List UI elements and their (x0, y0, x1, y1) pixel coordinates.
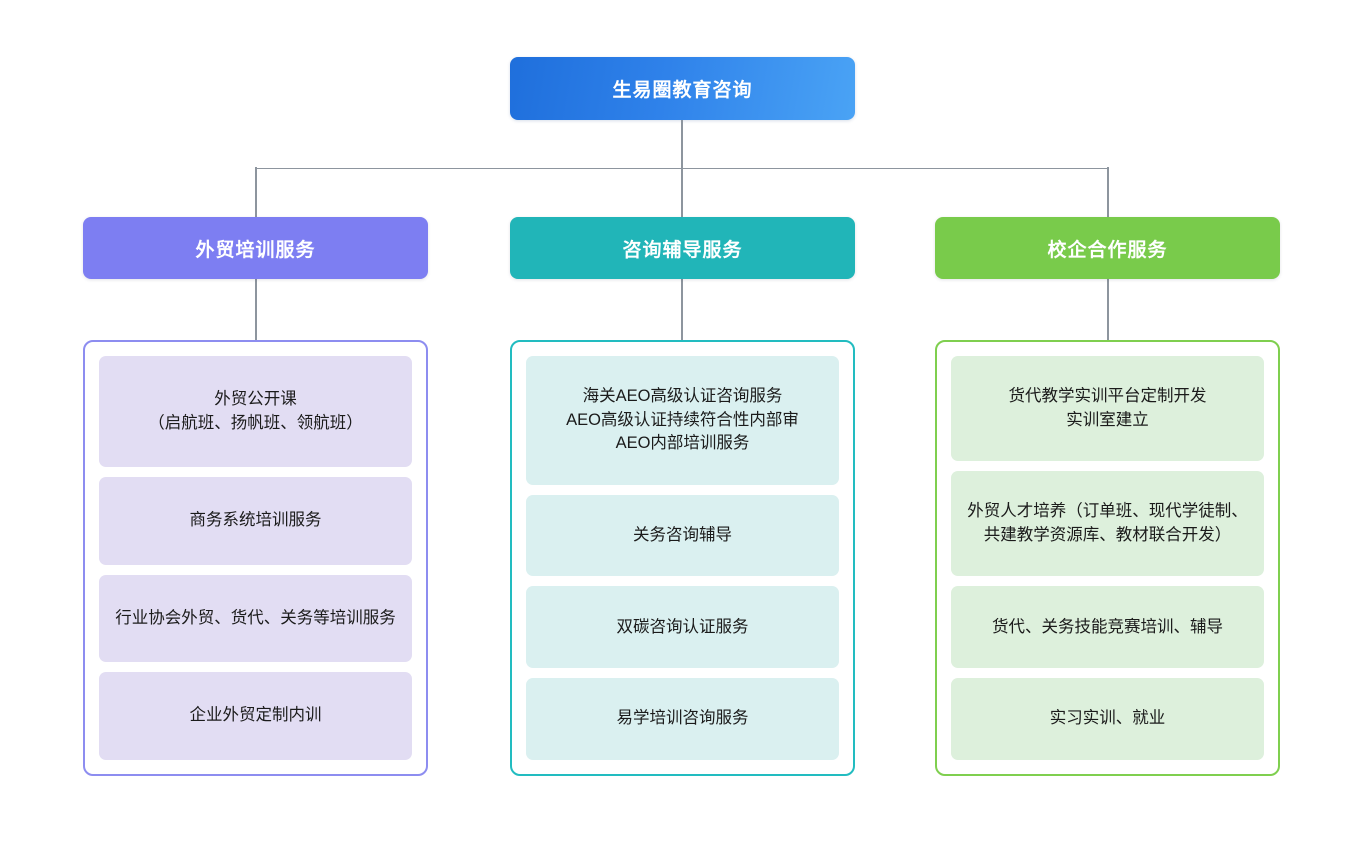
connector-body-stem-col-1 (681, 279, 683, 340)
category-column-xiaoqi-hezuo: 校企合作服务 货代教学实训平台定制开发 实训室建立 外贸人才培养（订单班、现代学… (935, 217, 1280, 776)
category-header-zixun-fudao[interactable]: 咨询辅导服务 (510, 217, 855, 279)
category-body-xiaoqi-hezuo: 货代教学实训平台定制开发 实训室建立 外贸人才培养（订单班、现代学徒制、共建教学… (935, 340, 1280, 776)
category-header-label: 校企合作服务 (1047, 239, 1168, 261)
connector-drop-col-0 (255, 167, 257, 217)
category-column-zixun-fudao: 咨询辅导服务 海关AEO高级认证咨询服务 AEO高级认证持续符合性内部审 AEO… (510, 217, 855, 776)
service-item-label: 外贸公开课 （启航班、扬帆班、领航班） (148, 390, 363, 432)
service-item[interactable]: 双碳咨询认证服务 (526, 586, 839, 669)
category-header-label: 外贸培训服务 (195, 239, 316, 261)
connector-body-stem-col-2 (1107, 279, 1109, 340)
service-item-label: 易学培训咨询服务 (616, 709, 749, 728)
service-item-label: 关务咨询辅导 (633, 525, 732, 544)
category-header-xiaoqi-hezuo[interactable]: 校企合作服务 (935, 217, 1280, 279)
connector-drop-col-1 (681, 167, 683, 217)
category-header-label: 咨询辅导服务 (622, 239, 743, 261)
service-item-label: 海关AEO高级认证咨询服务 AEO高级认证持续符合性内部审 AEO内部培训服务 (566, 387, 799, 453)
category-column-waimao-peixun: 外贸培训服务 外贸公开课 （启航班、扬帆班、领航班） 商务系统培训服务 行业协会… (83, 217, 428, 776)
category-body-waimao-peixun: 外贸公开课 （启航班、扬帆班、领航班） 商务系统培训服务 行业协会外贸、货代、关… (83, 340, 428, 776)
service-item[interactable]: 货代教学实训平台定制开发 实训室建立 (951, 356, 1264, 462)
service-item-label: 行业协会外贸、货代、关务等培训服务 (115, 608, 396, 627)
service-item-label: 货代、关务技能竞赛培训、辅导 (992, 617, 1223, 636)
service-item[interactable]: 外贸人才培养（订单班、现代学徒制、共建教学资源库、教材联合开发） (951, 471, 1264, 577)
service-item[interactable]: 关务咨询辅导 (526, 494, 839, 577)
service-item[interactable]: 易学培训咨询服务 (526, 678, 839, 761)
connector-body-stem-col-0 (255, 279, 257, 340)
category-header-waimao-peixun[interactable]: 外贸培训服务 (83, 217, 428, 279)
service-item[interactable]: 海关AEO高级认证咨询服务 AEO高级认证持续符合性内部审 AEO内部培训服务 (526, 356, 839, 485)
service-item[interactable]: 货代、关务技能竞赛培训、辅导 (951, 586, 1264, 669)
service-item[interactable]: 企业外贸定制内训 (99, 672, 412, 760)
service-item[interactable]: 行业协会外贸、货代、关务等培训服务 (99, 574, 412, 663)
service-item[interactable]: 外贸公开课 （启航班、扬帆班、领航班） (99, 356, 412, 468)
category-body-zixun-fudao: 海关AEO高级认证咨询服务 AEO高级认证持续符合性内部审 AEO内部培训服务 … (510, 340, 855, 776)
service-item-label: 商务系统培训服务 (189, 511, 322, 530)
service-item-label: 实习实训、就业 (1049, 709, 1166, 728)
root-node-label: 生易圈教育咨询 (612, 80, 753, 101)
service-item[interactable]: 实习实训、就业 (951, 678, 1264, 761)
service-item-label: 企业外贸定制内训 (189, 706, 322, 725)
service-item-label: 外贸人才培养（订单班、现代学徒制、共建教学资源库、教材联合开发） (967, 502, 1248, 544)
service-item[interactable]: 商务系统培训服务 (99, 477, 412, 565)
service-item-label: 双碳咨询认证服务 (616, 617, 749, 636)
connector-root-stem (681, 120, 683, 168)
root-node[interactable]: 生易圈教育咨询 (510, 57, 855, 120)
connector-drop-col-2 (1107, 167, 1109, 217)
service-item-label: 货代教学实训平台定制开发 实训室建立 (1008, 387, 1207, 429)
